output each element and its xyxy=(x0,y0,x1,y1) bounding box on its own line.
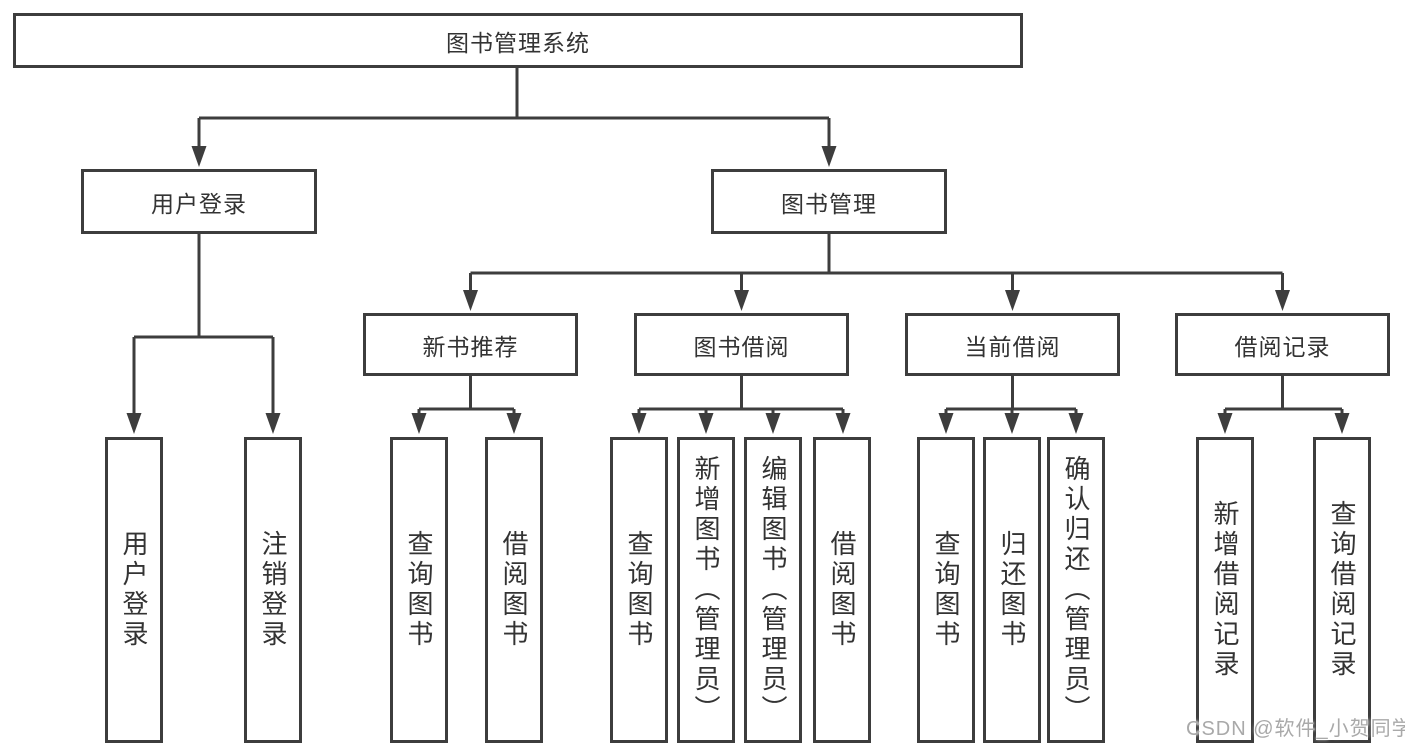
leaf-borrow-books: 借阅图书 xyxy=(485,437,543,743)
leaf-user-login-label: 用户登录 xyxy=(119,530,149,650)
leaf-confirm-return-admin-label: 确认归还（管理员） xyxy=(1061,455,1091,725)
node-user-login-group: 用户登录 xyxy=(81,169,317,234)
leaf-query-borrow-record: 查询借阅记录 xyxy=(1313,437,1371,743)
node-current-borrowing-label: 当前借阅 xyxy=(964,333,1061,360)
node-book-management-label: 图书管理 xyxy=(781,190,877,217)
leaf-add-book-admin-label: 新增图书（管理员） xyxy=(691,455,721,725)
leaf-query-books-label: 查询图书 xyxy=(624,530,654,650)
leaf-add-borrow-record-label: 新增借阅记录 xyxy=(1210,500,1240,680)
leaf-borrow-books-label: 借阅图书 xyxy=(499,530,529,650)
leaf-logout: 注销登录 xyxy=(244,437,302,743)
leaf-user-login: 用户登录 xyxy=(105,437,163,743)
node-library-system-label: 图书管理系统 xyxy=(446,29,590,56)
leaf-borrow-books: 借阅图书 xyxy=(813,437,871,743)
node-new-book-recommend-label: 新书推荐 xyxy=(422,333,519,360)
leaf-query-books: 查询图书 xyxy=(610,437,668,743)
leaf-query-books: 查询图书 xyxy=(390,437,448,743)
node-current-borrowing: 当前借阅 xyxy=(905,313,1120,376)
leaf-add-borrow-record: 新增借阅记录 xyxy=(1196,437,1254,743)
leaf-return-books: 归还图书 xyxy=(983,437,1041,743)
leaf-query-books-label: 查询图书 xyxy=(404,530,434,650)
leaf-query-borrow-record-label: 查询借阅记录 xyxy=(1327,500,1357,680)
leaf-edit-book-admin: 编辑图书（管理员） xyxy=(744,437,802,743)
leaf-add-book-admin: 新增图书（管理员） xyxy=(677,437,735,743)
leaf-logout-label: 注销登录 xyxy=(258,530,288,650)
node-new-book-recommend: 新书推荐 xyxy=(363,313,578,376)
csdn-watermark: CSDN @软件_小贺同学 xyxy=(1186,718,1405,740)
leaf-query-books-label: 查询图书 xyxy=(931,530,961,650)
node-book-borrowing: 图书借阅 xyxy=(634,313,849,376)
node-borrowing-records-label: 借阅记录 xyxy=(1234,333,1331,360)
leaf-query-books: 查询图书 xyxy=(917,437,975,743)
leaf-borrow-books-label: 借阅图书 xyxy=(827,530,857,650)
leaf-edit-book-admin-label: 编辑图书（管理员） xyxy=(758,455,788,725)
node-book-borrowing-label: 图书借阅 xyxy=(693,333,790,360)
leaf-confirm-return-admin: 确认归还（管理员） xyxy=(1047,437,1105,743)
node-borrowing-records: 借阅记录 xyxy=(1175,313,1390,376)
node-book-management: 图书管理 xyxy=(711,169,947,234)
node-library-system: 图书管理系统 xyxy=(13,13,1023,68)
leaf-return-books-label: 归还图书 xyxy=(997,530,1027,650)
node-user-login-group-label: 用户登录 xyxy=(151,190,247,217)
